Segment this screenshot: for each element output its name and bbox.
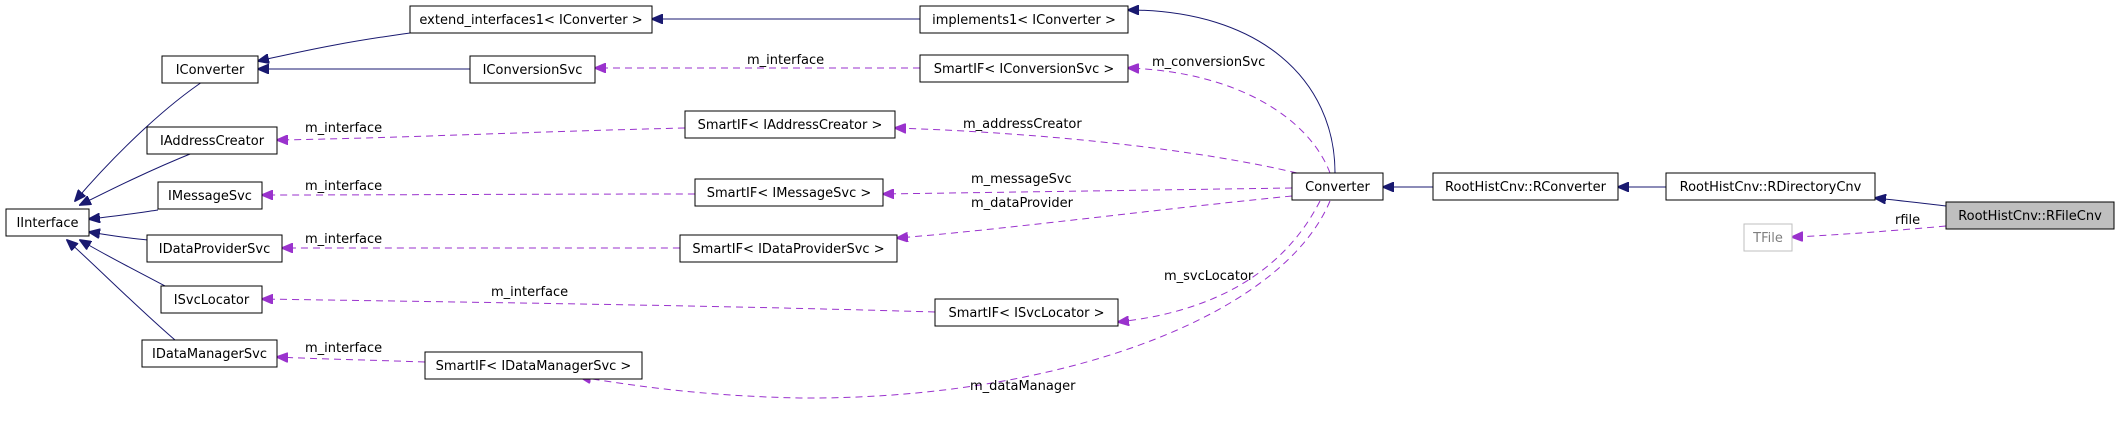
node-converter[interactable]: Converter — [1291, 172, 1384, 201]
label-m-datamanager: m_dataManager — [970, 379, 1076, 394]
edge-labels: m_interface m_interface m_interface m_in… — [305, 53, 1920, 394]
edge-smartif-messagesvc-imessagesvc — [262, 194, 696, 195]
node-idatamanagersvc[interactable]: IDataManagerSvc — [141, 339, 278, 368]
label-rfile: rfile — [1895, 213, 1920, 228]
node-smartif-conversionsvc[interactable]: SmartIF< IConversionSvc > — [919, 54, 1129, 83]
node-implements[interactable]: implements1< IConverter > — [919, 5, 1129, 34]
edge-converter-smartif-conversionsvc — [1128, 68, 1331, 174]
node-extend-interfaces[interactable]: extend_interfaces1< IConverter > — [409, 5, 653, 34]
label-m-svclocator: m_svcLocator — [1164, 269, 1254, 284]
node-iconversionsvc[interactable]: IConversionSvc — [469, 55, 596, 84]
node-label: IConversionSvc — [483, 63, 583, 78]
usage-edges — [262, 68, 1947, 399]
node-smartif-svclocator[interactable]: SmartIF< ISvcLocator > — [934, 298, 1119, 327]
edge-idataprovidersvc-iinterface — [89, 232, 149, 241]
node-label: SmartIF< IConversionSvc > — [934, 62, 1115, 77]
edge-converter-smartif-svclocator — [1118, 200, 1321, 322]
node-label: Converter — [1305, 180, 1370, 195]
node-label: extend_interfaces1< IConverter > — [419, 13, 642, 28]
node-rdirectorycnv[interactable]: RootHistCnv::RDirectoryCnv — [1665, 172, 1876, 201]
node-label: RootHistCnv::RFileCnv — [1958, 209, 2102, 224]
node-label: IDataProviderSvc — [159, 242, 271, 257]
node-label: SmartIF< ISvcLocator > — [948, 306, 1104, 321]
edge-extendinterfaces-iconverter — [258, 30, 426, 61]
label-m-interface-dataprovidersvc: m_interface — [305, 232, 382, 247]
node-label: TFile — [1752, 231, 1783, 246]
label-m-addresscreator: m_addressCreator — [963, 117, 1082, 132]
label-m-conversionsvc: m_conversionSvc — [1152, 55, 1265, 70]
node-rfilecnv[interactable]: RootHistCnv::RFileCnv — [1945, 201, 2115, 230]
label-m-messagesvc: m_messageSvc — [971, 172, 1072, 187]
node-label: implements1< IConverter > — [932, 13, 1116, 28]
node-label: RootHistCnv::RDirectoryCnv — [1680, 180, 1862, 195]
node-idataprovidersvc[interactable]: IDataProviderSvc — [146, 234, 283, 263]
node-label: IDataManagerSvc — [152, 347, 267, 362]
node-label: ISvcLocator — [174, 293, 250, 308]
node-rconverter[interactable]: RootHistCnv::RConverter — [1432, 172, 1619, 201]
label-m-interface-messagesvc: m_interface — [305, 179, 382, 194]
node-iinterface[interactable]: IInterface — [5, 208, 90, 237]
edge-rfilecnv-tfile — [1792, 225, 1947, 237]
edge-converter-smartif-datamanagersvc — [580, 200, 1331, 399]
label-m-dataprovider: m_dataProvider — [971, 196, 1074, 211]
inheritance-edges — [67, 10, 1947, 341]
edge-iaddresscreator-iinterface — [80, 151, 196, 205]
edge-converter-implements — [1128, 10, 1336, 174]
node-smartif-dataprovidersvc[interactable]: SmartIF< IDataProviderSvc > — [679, 234, 898, 263]
edge-converter-smartif-messagesvc — [883, 187, 1293, 194]
edge-smartif-datamanagersvc-idatamanagersvc — [277, 357, 426, 362]
node-tfile[interactable]: TFile — [1743, 223, 1793, 252]
edge-converter-smartif-addresscreator — [895, 128, 1298, 174]
node-label: IConverter — [176, 63, 245, 78]
edge-imessagesvc-iinterface — [89, 209, 159, 219]
node-label: IInterface — [16, 216, 78, 231]
edge-iconverter-iinterface — [75, 79, 206, 201]
node-smartif-datamanagersvc[interactable]: SmartIF< IDataManagerSvc > — [424, 351, 643, 380]
node-label: RootHistCnv::RConverter — [1445, 180, 1607, 195]
label-m-interface-conversionsvc: m_interface — [747, 53, 824, 68]
nodes: IInterface IConverter IAddressCreator IM… — [5, 5, 2115, 380]
edge-rfilecnv-rdirectorycnv — [1875, 198, 1947, 207]
label-m-interface-addresscreator: m_interface — [305, 121, 382, 136]
edge-idatamanagersvc-iinterface — [67, 240, 176, 341]
node-label: SmartIF< IAddressCreator > — [698, 118, 883, 133]
node-smartif-messagesvc[interactable]: SmartIF< IMessageSvc > — [694, 178, 884, 207]
node-imessagesvc[interactable]: IMessageSvc — [157, 181, 263, 210]
node-label: IAddressCreator — [160, 134, 265, 149]
edge-smartif-addresscreator-iaddresscreator — [277, 127, 686, 140]
node-label: SmartIF< IDataManagerSvc > — [436, 359, 632, 374]
node-isvclocator[interactable]: ISvcLocator — [160, 285, 263, 314]
label-m-interface-svclocator: m_interface — [491, 285, 568, 300]
node-iaddresscreator[interactable]: IAddressCreator — [146, 126, 278, 155]
node-label: SmartIF< IMessageSvc > — [707, 186, 872, 201]
edge-isvclocator-iinterface — [80, 240, 166, 287]
label-m-interface-datamanagersvc: m_interface — [305, 341, 382, 356]
edge-smartif-svclocator-isvclocator — [262, 299, 936, 313]
node-smartif-addresscreator[interactable]: SmartIF< IAddressCreator > — [684, 110, 896, 139]
edge-converter-smartif-dataprovidersvc — [897, 195, 1293, 238]
node-label: IMessageSvc — [168, 189, 252, 204]
node-label: SmartIF< IDataProviderSvc > — [692, 242, 884, 257]
node-iconverter[interactable]: IConverter — [161, 55, 259, 84]
